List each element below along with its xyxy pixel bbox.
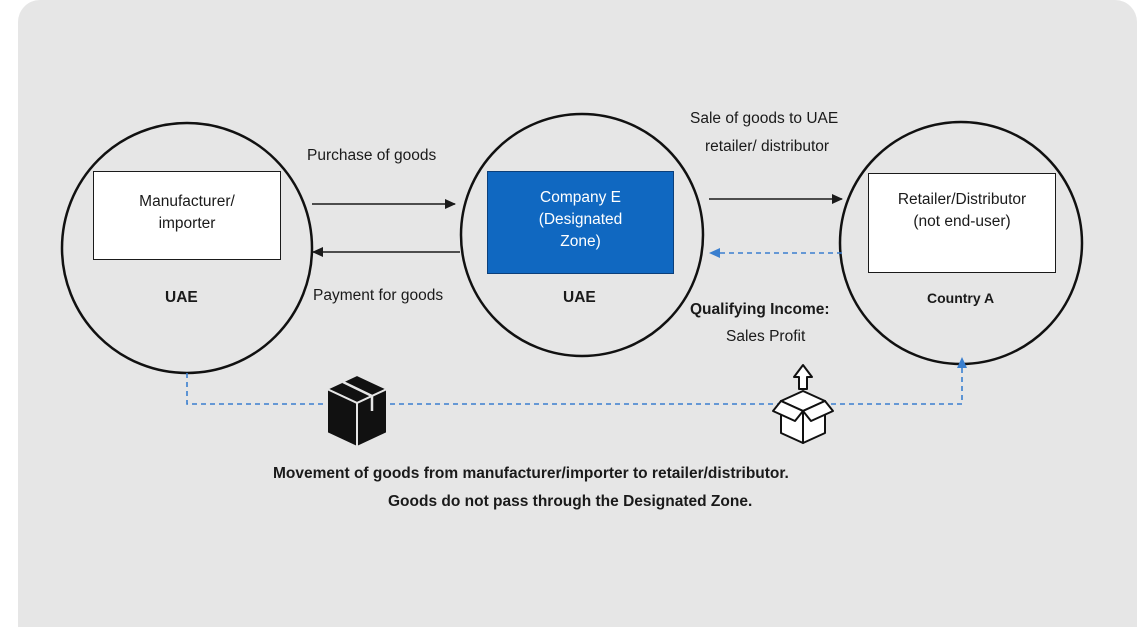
- caption-line2: Goods do not pass through the Designated…: [388, 493, 753, 510]
- company-e-circle: [459, 112, 705, 358]
- diagram-panel: [18, 0, 1137, 627]
- caption-line1: Movement of goods from manufacturer/impo…: [273, 465, 789, 482]
- qualifying-income-detail: Sales Profit: [726, 328, 806, 345]
- purchase-label: Purchase of goods: [307, 147, 437, 164]
- company-e-box: Company E (Designated Zone): [487, 171, 674, 274]
- retailer-region-label: Country A: [927, 290, 995, 306]
- sale-label-line1: Sale of goods to UAE: [690, 110, 839, 127]
- manufacturer-region-label: UAE: [165, 289, 198, 306]
- retailer-box: Retailer/Distributor (not end-user): [868, 173, 1056, 273]
- company-e-region-label: UAE: [563, 289, 596, 306]
- goods-movement-dashed-path: [186, 357, 967, 405]
- retailer-box-label: Retailer/Distributor (not end-user): [897, 191, 1027, 230]
- open-package-icon: [772, 364, 834, 444]
- manufacturer-box-label: Manufacturer/ importer: [139, 192, 235, 232]
- sale-label-line2: retailer/ distributor: [705, 138, 830, 155]
- payment-label: Payment for goods: [313, 287, 444, 304]
- qualifying-income-title: Qualifying Income:: [690, 301, 830, 318]
- closed-package-icon: [324, 373, 390, 449]
- company-e-box-label: Company E (Designated Zone): [538, 188, 623, 250]
- manufacturer-box: Manufacturer/ importer: [93, 171, 281, 260]
